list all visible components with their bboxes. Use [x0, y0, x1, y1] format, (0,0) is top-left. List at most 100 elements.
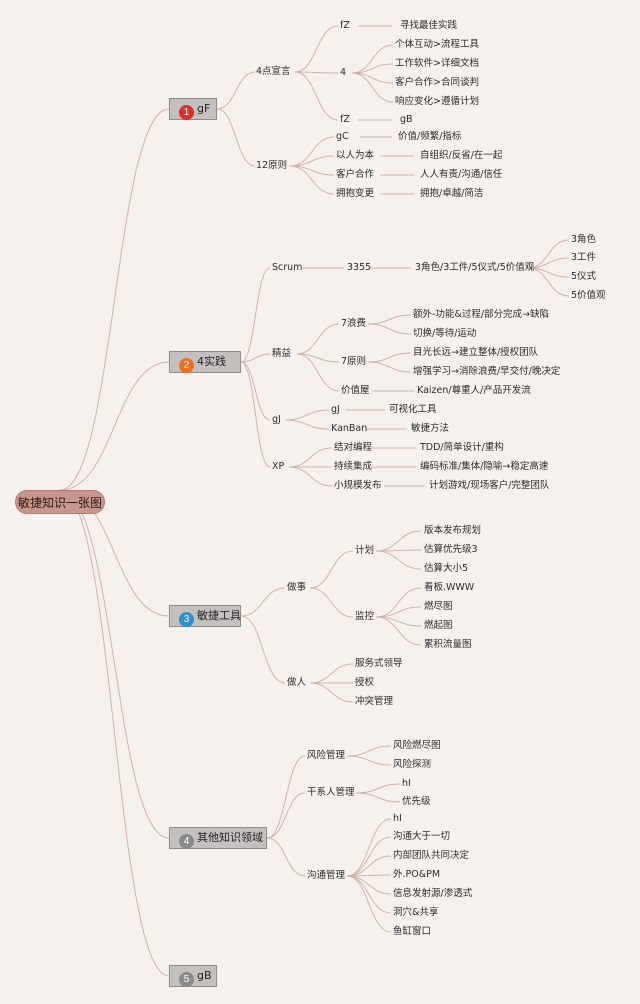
leaf-comm-above-all[interactable]: 沟通大于一切 [393, 831, 451, 842]
leaf-individuals[interactable]: 个体互动>流程工具 [395, 39, 479, 50]
leaf-responding-change[interactable]: 响应变化>遵循计划 [395, 96, 479, 107]
node-principle-gc[interactable]: gC [336, 131, 349, 142]
node-stakeholder-management[interactable]: 干系人管理 [307, 787, 355, 798]
node-lean[interactable]: 精益 [272, 348, 292, 359]
leaf-kaizen[interactable]: Kaizen/尊重人/产品开发流 [417, 385, 531, 396]
node-plan[interactable]: 计划 [355, 545, 375, 556]
leaf-risk-burndown[interactable]: 风险燃尽图 [393, 740, 441, 751]
branch-3-label: 敏捷工具 [197, 609, 241, 622]
node-doing-things[interactable]: 做事 [287, 582, 307, 593]
node-people-oriented[interactable]: 以人为本 [336, 150, 375, 161]
node-7-wastes[interactable]: 7浪费 [341, 318, 367, 329]
leaf-stakeholder-priority[interactable]: 优先级 [402, 796, 431, 807]
leaf-release-planning[interactable]: 版本发布规划 [424, 525, 482, 536]
leaf-customer-collaboration[interactable]: 客户合作>合同谈判 [395, 77, 479, 88]
leaf-servant-leadership[interactable]: 服务式领导 [355, 658, 403, 669]
connector-78 [346, 875, 392, 914]
leaf-5-ceremonies[interactable]: 5仪式 [571, 271, 597, 282]
leaf-3-artifacts[interactable]: 3工件 [571, 252, 597, 263]
node-gj[interactable]: gJ [272, 414, 281, 425]
leaf-internal-team-decide[interactable]: 内部团队共同决定 [393, 850, 470, 861]
connector-1 [59, 361, 170, 491]
leaf-working-software[interactable]: 工作软件>详细文档 [395, 58, 479, 69]
connector-4 [59, 489, 170, 977]
node-continuous-integration[interactable]: 持续集成 [334, 461, 373, 472]
leaf-best-practice[interactable]: 寻找最佳实践 [400, 20, 458, 31]
leaf-coding-standard[interactable]: 编码标准/集体/隐喻→稳定高速 [420, 461, 549, 472]
node-communication-management[interactable]: 沟通管理 [307, 870, 346, 881]
node-12-principles[interactable]: 12原则 [256, 160, 288, 171]
leaf-amplify-learning[interactable]: 增强学习→消除浪费/早交付/晚决定 [413, 366, 561, 377]
number-3-icon: 3 [179, 612, 194, 627]
leaf-value-frequent[interactable]: 价值/频繁/指标 [398, 131, 462, 142]
leaf-empowerment[interactable]: 授权 [355, 677, 375, 688]
node-customer-cooperation[interactable]: 客户合作 [336, 169, 375, 180]
leaf-see-whole[interactable]: 目光长远→建立整体/授权团队 [413, 347, 539, 358]
leaf-burnup[interactable]: 燃起图 [424, 620, 453, 631]
connector-24 [240, 267, 271, 363]
connector-33 [527, 267, 570, 297]
node-kanban[interactable]: KanBan [331, 423, 368, 434]
connector-38 [367, 323, 412, 335]
leaf-comm-hi[interactable]: hI [393, 813, 402, 824]
leaf-cumulative-flow[interactable]: 累积流量图 [424, 639, 472, 650]
connector-54 [309, 550, 354, 589]
leaf-conflict-management[interactable]: 冲突管理 [355, 696, 394, 707]
connector-5 [216, 71, 256, 110]
leaf-planning-game[interactable]: 计划游戏/现场客户/完整团队 [429, 480, 550, 491]
leaf-5-values[interactable]: 5价值观 [571, 290, 606, 301]
node-7-principles[interactable]: 7原则 [341, 356, 367, 367]
leaf-responsibility[interactable]: 人人有责/沟通/信任 [420, 169, 503, 180]
leaf-stakeholder-hi[interactable]: hI [402, 778, 411, 789]
leaf-estimate-priority[interactable]: 估算优先级3 [424, 544, 478, 555]
connector-39 [367, 352, 412, 363]
leaf-estimate-size[interactable]: 估算大小5 [424, 563, 469, 574]
connector-60 [375, 606, 422, 618]
node-doing-people[interactable]: 做人 [287, 677, 307, 688]
leaf-information-radiator[interactable]: 信息发射源/渗透式 [393, 888, 473, 899]
leaf-embrace-simple[interactable]: 拥抱/卓越/简洁 [420, 188, 484, 199]
leaf-gb[interactable]: gB [400, 114, 413, 125]
leaf-scrum-summary[interactable]: 3角色/3工件/5仪式/5价值观 [415, 262, 535, 273]
connector-8 [294, 71, 339, 74]
leaf-cave-common[interactable]: 洞穴&共享 [393, 907, 439, 918]
root-node[interactable]: 敏捷知识一张图 [15, 490, 105, 514]
connector-13 [351, 63, 394, 74]
leaf-kanban-board[interactable]: 看板.WWW [424, 582, 475, 593]
node-declaration-fz-2[interactable]: fZ [340, 114, 350, 125]
node-embrace-change[interactable]: 拥抱变更 [336, 188, 375, 199]
leaf-fishbowl-window[interactable]: 鱼缸窗口 [393, 926, 432, 937]
connector-34 [296, 323, 340, 355]
node-risk-management[interactable]: 风险管理 [307, 750, 346, 761]
leaf-tdd[interactable]: TDD/简单设计/重构 [420, 442, 504, 453]
node-value-house[interactable]: 价值屋 [341, 385, 370, 396]
node-scrum[interactable]: Scrum [272, 262, 303, 273]
node-xp[interactable]: XP [272, 461, 285, 472]
leaf-external-po-pm[interactable]: 外.PO&PM [393, 869, 441, 880]
leaf-risk-spike[interactable]: 风险探测 [393, 759, 432, 770]
node-declaration-4[interactable]: 4 [340, 67, 347, 78]
leaf-burndown[interactable]: 燃尽图 [424, 601, 453, 612]
leaf-agile-method[interactable]: 敏捷方法 [411, 423, 450, 434]
leaf-extra-features[interactable]: 额外-功能&过程/部分完成→缺陷 [413, 309, 549, 320]
node-small-releases[interactable]: 小规模发布 [334, 480, 382, 491]
node-4-declarations[interactable]: 4点宣言 [256, 66, 291, 77]
node-pair-programming[interactable]: 结对编程 [334, 442, 373, 453]
connector-63 [309, 663, 354, 684]
connector-42 [284, 409, 330, 421]
leaf-3-roles[interactable]: 3角色 [571, 234, 597, 245]
node-declaration-fz-1[interactable]: fZ [340, 20, 350, 31]
node-monitor[interactable]: 监控 [355, 611, 375, 622]
node-gj-sub[interactable]: gJ [331, 404, 340, 415]
leaf-self-organize[interactable]: 自组织/反省/在一起 [420, 150, 503, 161]
connector-71 [355, 783, 401, 794]
leaf-switching-waiting[interactable]: 切换/等待/运动 [413, 328, 477, 339]
leaf-visual-tool[interactable]: 可视化工具 [389, 404, 437, 415]
node-3355[interactable]: 3355 [347, 262, 372, 273]
